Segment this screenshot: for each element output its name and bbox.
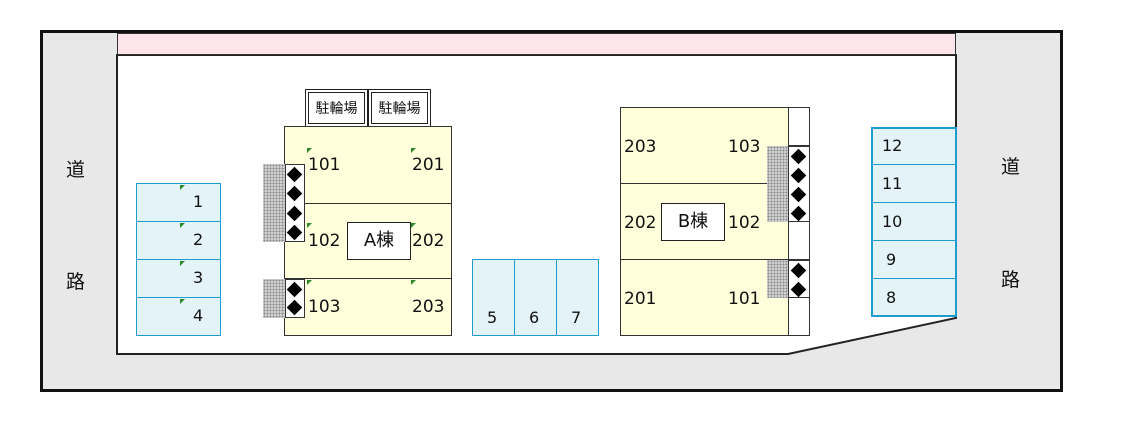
marker-icon: [180, 185, 185, 190]
parking-divider: [514, 259, 515, 336]
building-b-label: B棟: [661, 203, 725, 241]
parking-space-4: 4: [193, 306, 204, 325]
parking-space-7: 7: [571, 308, 582, 327]
room-a-103: 103: [308, 297, 341, 317]
parking-divider: [871, 240, 957, 241]
marker-icon: [180, 223, 185, 228]
bicycle-parking-2: 駐輪場: [368, 89, 431, 127]
marker-icon: [180, 261, 185, 266]
parking-space-11: 11: [882, 174, 903, 193]
parking-space-8: 8: [886, 288, 897, 307]
marker-icon: [180, 299, 185, 304]
room-a-201: 201: [412, 155, 445, 175]
stairs-a-upper: [263, 164, 285, 242]
parking-divider: [136, 297, 221, 298]
marker-icon: [411, 280, 416, 285]
parking-right: [871, 127, 957, 317]
road-right-bottom-char: 路: [1001, 269, 1021, 291]
room-a-102: 102: [308, 231, 341, 251]
marker-icon: [411, 223, 416, 228]
building-b-floor-divider: [620, 259, 790, 260]
room-a-202: 202: [412, 231, 445, 251]
parking-divider: [136, 259, 221, 260]
parking-divider: [556, 259, 557, 336]
parking-divider: [871, 202, 957, 203]
room-b-101: 101: [728, 289, 761, 309]
room-b-202: 202: [624, 213, 657, 233]
corridor-b-segment: [788, 297, 810, 336]
room-b-203: 203: [624, 137, 657, 157]
building-a-floor-divider: [284, 278, 452, 279]
room-a-203: 203: [412, 297, 445, 317]
room-a-101: 101: [308, 155, 341, 175]
parking-divider: [136, 221, 221, 222]
building-a-floor-divider: [284, 203, 452, 204]
building-a-label: A棟: [347, 222, 411, 260]
corridor-b-segment: [788, 107, 810, 146]
stairs-b-lower: [767, 260, 789, 298]
parking-space-12: 12: [882, 136, 903, 155]
road-right-top-char: 道: [1001, 156, 1021, 178]
corridor-b-segment: [788, 221, 810, 260]
pink-strip: [117, 33, 956, 55]
stairs-b-upper: [767, 146, 789, 222]
marker-icon: [411, 148, 416, 153]
room-b-201: 201: [624, 289, 657, 309]
room-b-102: 102: [728, 213, 761, 233]
parking-middle: [472, 259, 599, 336]
bicycle-parking-1: 駐輪場: [305, 89, 368, 127]
road-left-top-char: 道: [66, 159, 86, 181]
parking-space-1: 1: [193, 192, 204, 211]
parking-space-2: 2: [193, 230, 204, 249]
stairs-a-lower: [263, 279, 285, 318]
marker-icon: [307, 223, 312, 228]
parking-space-6: 6: [529, 308, 540, 327]
parking-space-3: 3: [193, 268, 204, 287]
corridor-b-upper: [788, 146, 810, 222]
corridor-a-upper: [285, 164, 305, 242]
marker-icon: [307, 148, 312, 153]
road-left-bottom-char: 路: [66, 271, 86, 293]
parking-divider: [871, 278, 957, 279]
parking-space-9: 9: [886, 250, 897, 269]
marker-icon: [307, 280, 312, 285]
parking-space-10: 10: [882, 212, 903, 231]
room-b-103: 103: [728, 137, 761, 157]
building-b-floor-divider: [620, 183, 790, 184]
parking-space-5: 5: [487, 308, 498, 327]
parking-divider: [871, 164, 957, 165]
